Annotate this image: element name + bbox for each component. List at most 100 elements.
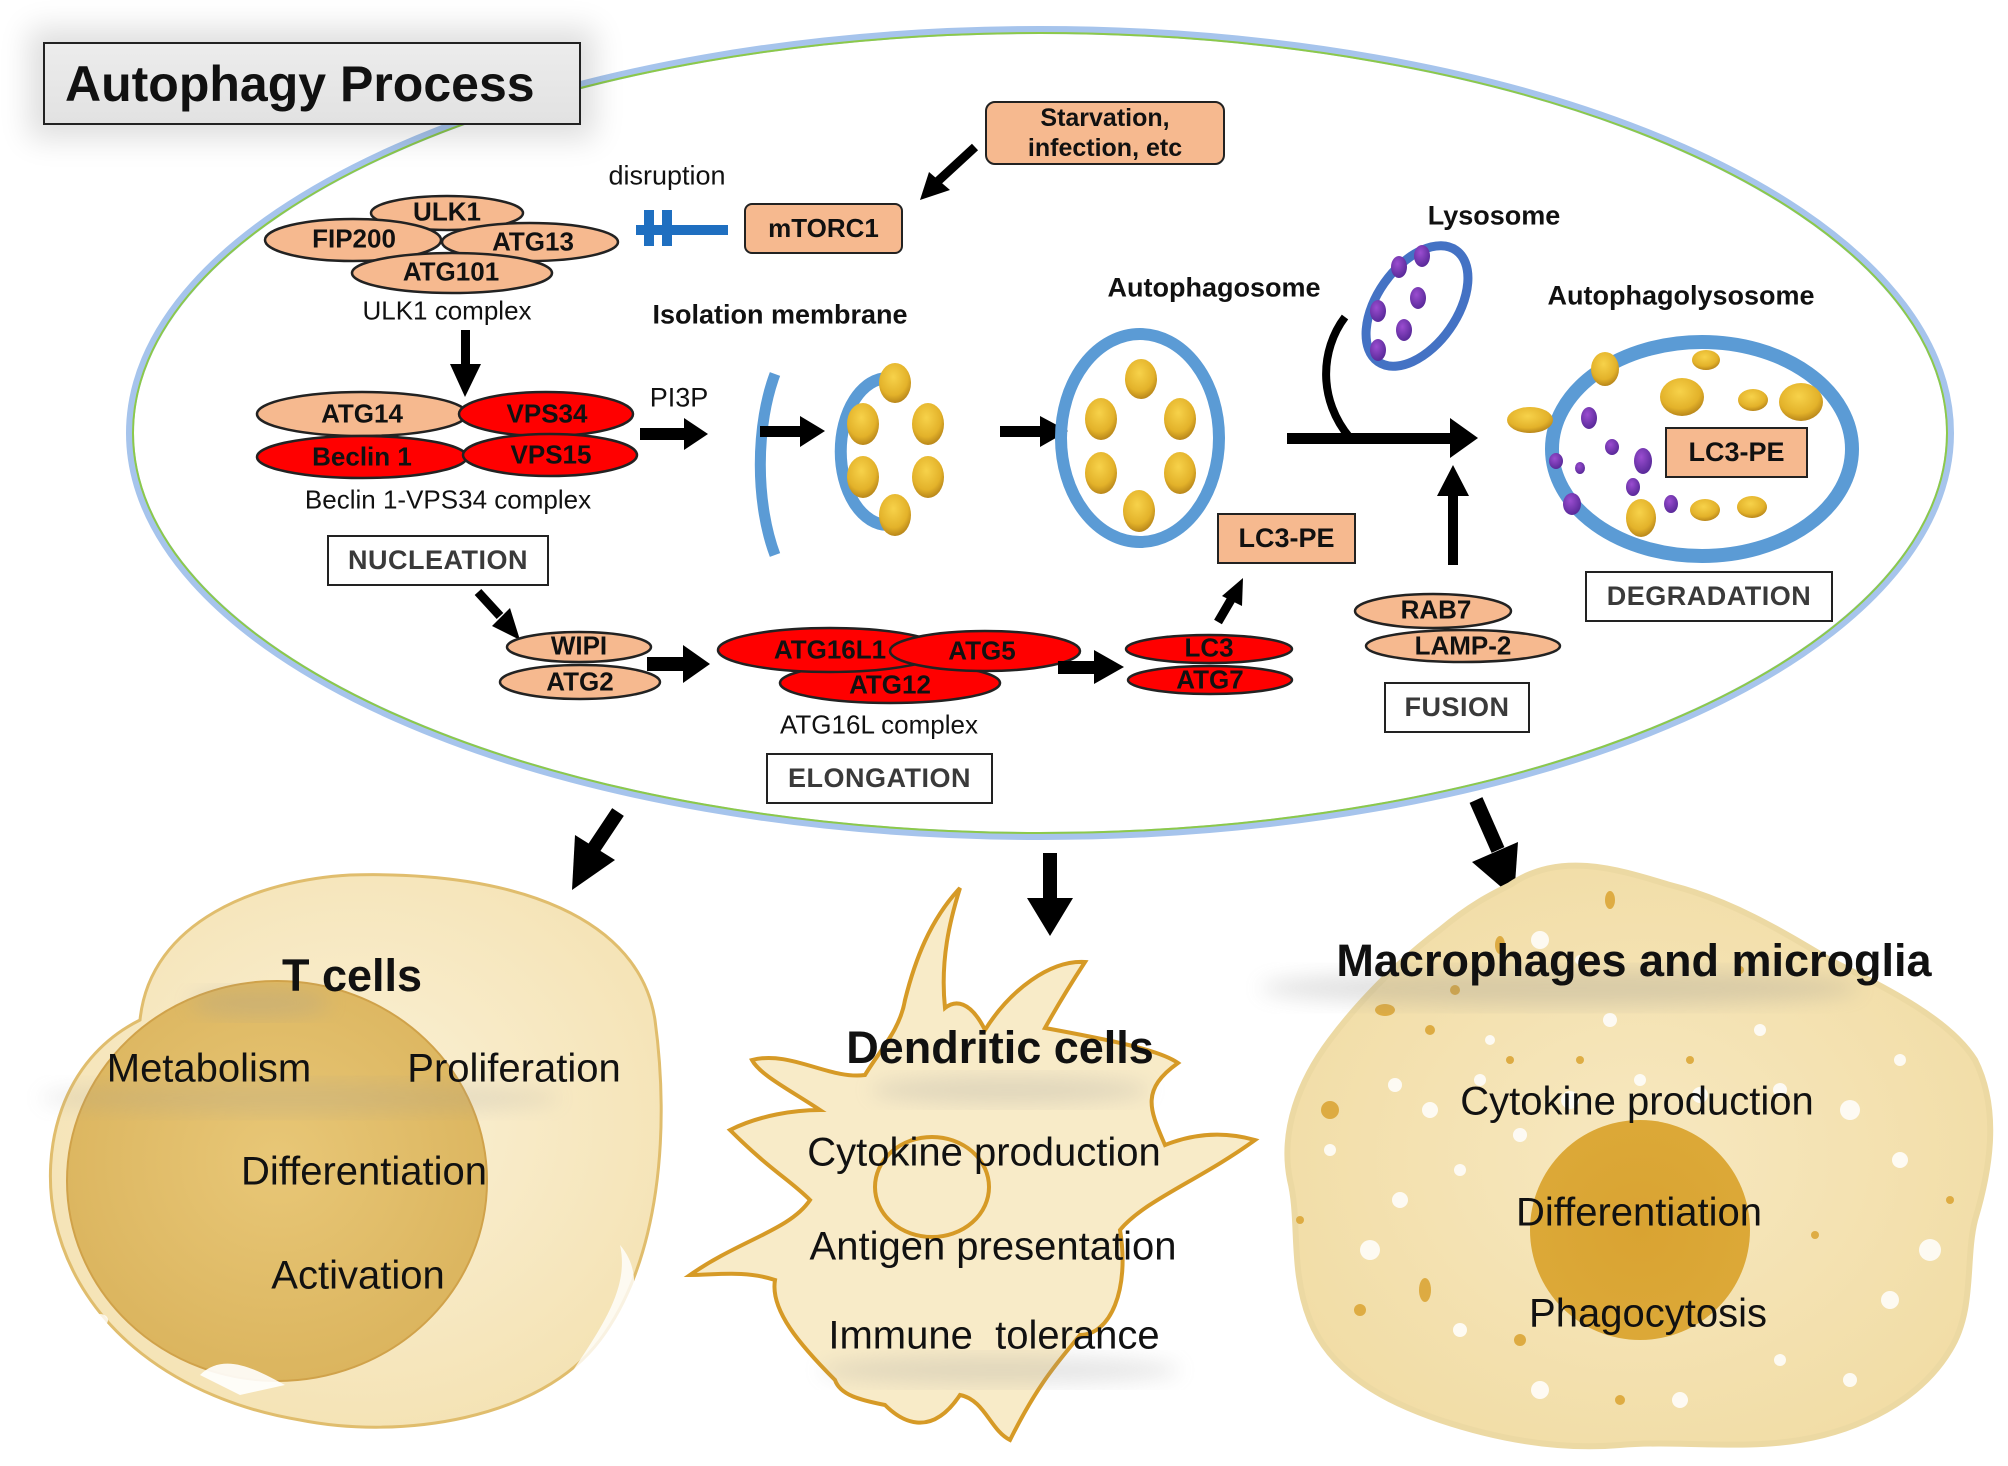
protein-atg5 xyxy=(888,629,1082,673)
protein-lc3 xyxy=(1124,633,1294,665)
fusion-label: FUSION xyxy=(1404,692,1510,722)
stimulus-line-2: infection, etc xyxy=(1027,134,1183,162)
atg16l-complex-label: ATG16L complex xyxy=(780,709,978,740)
atg16l-complex-shapes xyxy=(716,626,1082,705)
diagram-title-text: Autophagy Process xyxy=(65,55,535,112)
dendritic-function-cytokine: Cytokine production xyxy=(807,1130,1161,1175)
dendritic-cell-nucleus xyxy=(873,1135,991,1239)
autophagosome-label: Autophagosome xyxy=(1107,272,1321,303)
lysosome-enzymes xyxy=(1370,245,1430,361)
vps34-label: VPS34 xyxy=(506,398,588,429)
mtorc1-box: mTORC1 xyxy=(744,203,903,254)
protein-wipi xyxy=(505,630,653,664)
isolation-membrane-shape xyxy=(754,372,781,557)
t-cells-function-activation: Activation xyxy=(271,1253,445,1298)
wipi-label: WIPI xyxy=(550,630,608,661)
protein-fip200 xyxy=(263,217,443,263)
protein-atg7 xyxy=(1126,664,1294,696)
lc3pe-autophagolysosome-box: LC3-PE xyxy=(1665,427,1808,478)
arrow-nucleation-to-wipi xyxy=(474,588,520,640)
beclin1-label: Beclin 1 xyxy=(312,441,412,472)
atg12-label: ATG12 xyxy=(849,669,931,700)
lamp2-label: LAMP-2 xyxy=(1414,630,1512,661)
arrow-to-dendritic-cells xyxy=(1027,853,1073,936)
atg101-label: ATG101 xyxy=(402,256,500,287)
protein-rab7 xyxy=(1353,592,1513,630)
lc3pe-autophagolysosome-label: LC3-PE xyxy=(1688,437,1785,467)
dendritic-cell-shape xyxy=(683,886,1260,1443)
stimulus-box: Starvation, infection, etc xyxy=(985,101,1225,165)
pi3p-label: PI3P xyxy=(649,382,709,413)
degradation-label: DEGRADATION xyxy=(1606,581,1812,611)
atg5-label: ATG5 xyxy=(948,635,1016,666)
beclin-complex-label: Beclin 1-VPS34 complex xyxy=(304,484,592,515)
autophagosome-cargo xyxy=(1085,359,1196,532)
ulk1-complex-shapes xyxy=(263,194,620,295)
macrophage-function-differentiation: Differentiation xyxy=(1515,1190,1763,1235)
dendritic-function-tolerance: Immune tolerance xyxy=(828,1313,1160,1358)
arrow-atg16l-to-lc3 xyxy=(1058,650,1124,684)
arrow-phagophore-to-autophagosome xyxy=(1000,416,1068,447)
lc3-label: LC3 xyxy=(1184,632,1234,663)
nucleation-label: NUCLEATION xyxy=(348,545,528,575)
macrophage-shape xyxy=(1260,862,1994,1450)
diagram-title: Autophagy Process xyxy=(43,42,581,125)
elongation-label: ELONGATION xyxy=(788,763,971,793)
stimulus-line-1: Starvation, xyxy=(1040,104,1170,132)
fusion-stage-box: FUSION xyxy=(1384,682,1530,733)
arrow-pi3p xyxy=(640,418,708,450)
arrow-to-t-cells xyxy=(572,808,624,890)
lysosome-docking-curve xyxy=(1322,314,1354,441)
protein-ulk1 xyxy=(369,194,525,232)
protein-atg2 xyxy=(498,663,662,701)
elongation-stage-box: ELONGATION xyxy=(766,753,993,804)
lc3pe-autophagosome-label: LC3-PE xyxy=(1238,523,1335,553)
beclin-complex-shapes xyxy=(255,390,639,480)
wipi-complex-shapes xyxy=(498,630,662,701)
t-cells-function-differentiation: Differentiation xyxy=(240,1149,488,1194)
protein-atg101 xyxy=(350,251,554,295)
t-cells-function-proliferation: Proliferation xyxy=(407,1046,621,1091)
nucleation-stage-box: NUCLEATION xyxy=(327,535,549,586)
arrow-ulk1-to-beclin xyxy=(450,330,481,397)
phagophore-cargo xyxy=(847,363,944,536)
macrophage-nucleus xyxy=(1530,1120,1750,1340)
arrow-stimulus-to-mtorc1 xyxy=(920,143,979,200)
cell-membrane-outline xyxy=(126,26,1954,840)
rab7-label: RAB7 xyxy=(1400,594,1472,625)
dendritic-function-antigen: Antigen presentation xyxy=(809,1224,1177,1269)
lysosome-shape xyxy=(1361,241,1473,371)
autophagosome-membrane xyxy=(1055,328,1225,548)
atg16l1-label: ATG16L1 xyxy=(773,634,887,665)
dendritic-cells-title: Dendritic cells xyxy=(846,1022,1154,1073)
atg2-label: ATG2 xyxy=(546,666,614,697)
atg14-label: ATG14 xyxy=(321,398,403,429)
phagophore-shape xyxy=(834,372,889,531)
t-cells-title: T cells xyxy=(281,950,423,1001)
mtorc1-label: mTORC1 xyxy=(768,213,879,243)
protein-lamp2 xyxy=(1364,628,1562,664)
arrow-to-autophagolysosome xyxy=(1287,418,1478,458)
vps15-label: VPS15 xyxy=(510,439,592,470)
autophagolysosome-cargo xyxy=(1507,350,1823,537)
arrow-wipi-to-atg16l xyxy=(647,645,710,683)
macrophages-title: Macrophages and microglia xyxy=(1336,935,1932,986)
arrow-fusion-up xyxy=(1437,465,1469,565)
arrow-lc3-to-lc3pe xyxy=(1214,578,1243,625)
autophagolysosome-label: Autophagolysosome xyxy=(1547,280,1815,311)
ulk1-label: ULK1 xyxy=(413,196,481,227)
autophagolysosome-enzymes xyxy=(1549,407,1678,515)
atg13-label: ATG13 xyxy=(492,226,574,257)
lysosome-label: Lysosome xyxy=(1427,200,1561,231)
inhibition-symbol-icon xyxy=(636,210,728,246)
ulk1-complex-label: ULK1 complex xyxy=(362,295,532,326)
macrophage-function-cytokine: Cytokine production xyxy=(1460,1079,1814,1124)
autophagolysosome-membrane xyxy=(1545,335,1859,563)
lc3pe-autophagosome-box: LC3-PE xyxy=(1217,513,1356,564)
fip200-label: FIP200 xyxy=(312,223,396,254)
lc3-complex-shapes xyxy=(1124,633,1294,696)
disruption-label: disruption xyxy=(608,160,726,191)
t-cells-function-metabolism: Metabolism xyxy=(106,1046,312,1091)
